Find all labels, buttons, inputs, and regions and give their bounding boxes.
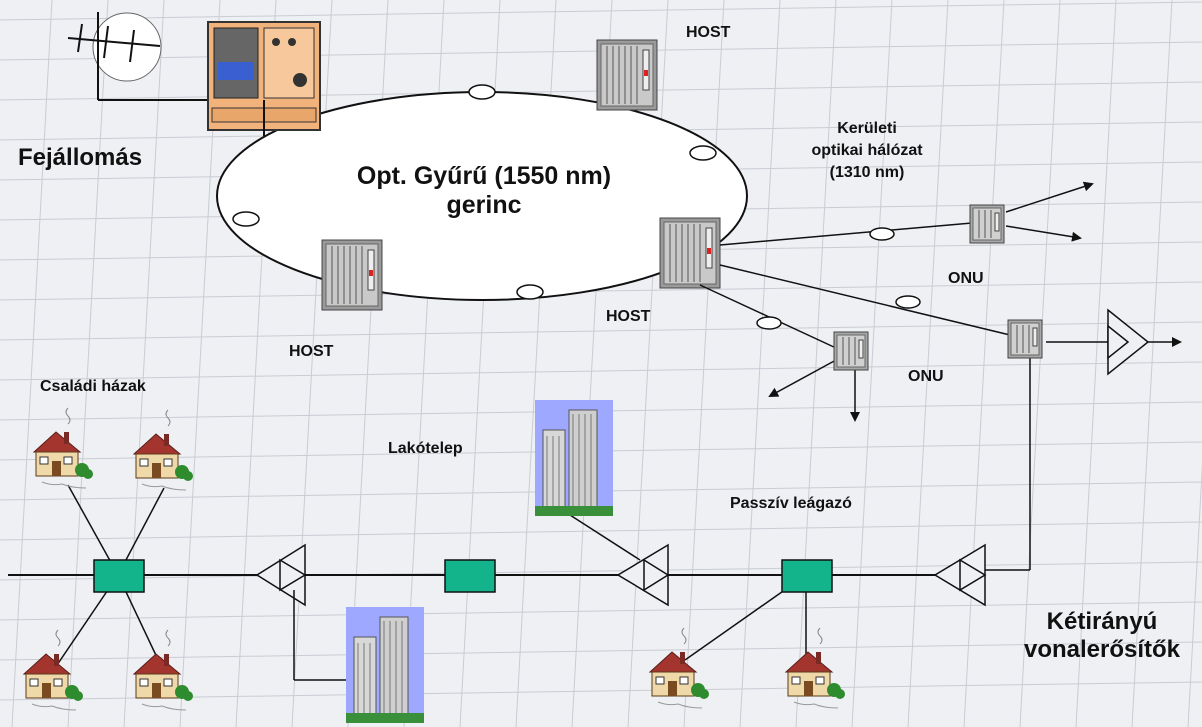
amplifiers-label-line2: vonalerősítők <box>1023 636 1181 663</box>
district-network-label: Kerületi optikai hálózat (1310 nm) <box>792 120 942 182</box>
ring-splice-node <box>516 284 544 300</box>
amplifier-icon <box>255 543 307 607</box>
district-label-line3: (1310 nm) <box>829 164 905 181</box>
fiber-splice-node <box>895 295 921 309</box>
onu-icon <box>833 331 869 371</box>
house-icon <box>649 627 710 709</box>
ring-splice-node <box>689 145 717 161</box>
passive-tap-label: Passzív leágazó <box>730 495 852 512</box>
amplifiers-label: Kétirányú vonalerősítők <box>1004 608 1200 664</box>
district-label-line2: optikai hálózat <box>811 142 923 159</box>
house-icon <box>133 629 194 711</box>
passive-tap <box>444 559 496 593</box>
house-icon <box>23 629 84 711</box>
onu-icon <box>1007 319 1043 359</box>
onu-label: ONU <box>908 368 944 385</box>
headend-equipment-icon <box>207 21 321 136</box>
apartment-building-icon <box>534 399 614 517</box>
onu-label: ONU <box>948 270 984 287</box>
ring-label-line1: Opt. Gyűrű (1550 nm) <box>356 162 612 190</box>
host-label: HOST <box>289 343 334 360</box>
district-fiber-links <box>699 181 1182 571</box>
house-icon <box>133 409 194 491</box>
amplifier-icon <box>933 543 987 607</box>
host-equipment-icon <box>596 39 658 111</box>
onu-icon <box>969 204 1005 244</box>
ring-label: Opt. Gyűrű (1550 nm) gerinc <box>314 162 654 220</box>
amplifiers-label-line1: Kétirányú <box>1046 608 1158 635</box>
house-icon <box>785 627 846 709</box>
host-equipment-icon <box>659 217 721 289</box>
apartment-building-icon <box>345 606 425 724</box>
amplifier-icon <box>1107 308 1150 376</box>
fiber-splice-node <box>756 316 782 330</box>
family-houses-label: Családi házak <box>40 378 146 395</box>
ring-label-line2: gerinc <box>446 191 522 219</box>
fiber-splice-node <box>869 227 895 241</box>
headend-label: Fejállomás <box>18 144 143 171</box>
amplifier-icon <box>616 543 670 607</box>
host-label: HOST <box>606 308 651 325</box>
house-drop-lines <box>54 484 807 669</box>
passive-tap <box>93 559 145 593</box>
district-label-line1: Kerületi <box>837 120 897 137</box>
host-label: HOST <box>686 24 731 41</box>
house-icon <box>33 407 94 489</box>
housing-estate-label: Lakótelep <box>388 440 463 457</box>
ring-splice-node <box>468 84 496 100</box>
ring-splice-node <box>232 211 260 227</box>
passive-tap <box>781 559 833 593</box>
antenna-icon <box>67 12 212 101</box>
host-equipment-icon <box>321 239 383 311</box>
feed-line <box>569 514 641 561</box>
